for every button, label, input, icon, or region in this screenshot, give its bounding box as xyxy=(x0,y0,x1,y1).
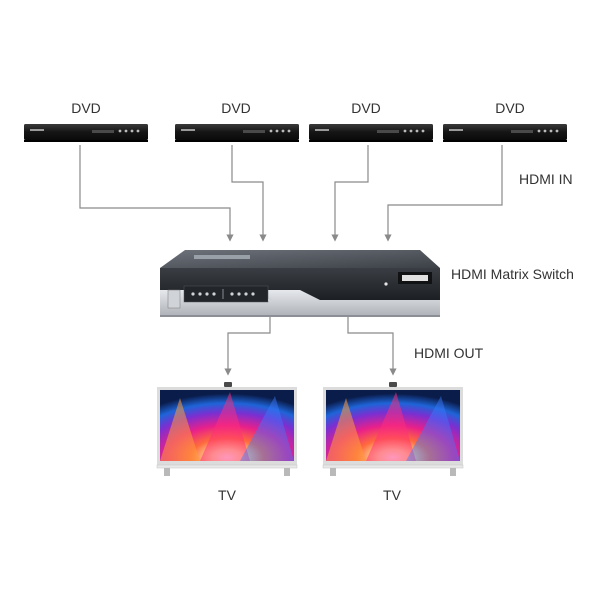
tv-icon xyxy=(322,382,464,476)
tv-label: TV xyxy=(383,487,401,503)
hdmi-out-label: HDMI OUT xyxy=(414,345,484,361)
tv-label: TV xyxy=(218,487,236,503)
input-connectors xyxy=(79,145,503,242)
dvd-player-icon xyxy=(24,124,148,142)
output-connectors xyxy=(224,312,397,376)
connector-tv2 xyxy=(347,312,397,376)
connector-dvd3 xyxy=(331,145,369,242)
dvd-player-icon xyxy=(309,124,433,142)
dvd-label: DVD xyxy=(495,100,525,116)
dvd-label: DVD xyxy=(71,100,101,116)
dvd-player-icon xyxy=(175,124,299,142)
dvd-label: DVD xyxy=(221,100,251,116)
dvd-label: DVD xyxy=(351,100,381,116)
hdmi-in-label: HDMI IN xyxy=(519,171,573,187)
dvd-player-icon xyxy=(443,124,567,142)
connector-tv1 xyxy=(224,312,271,376)
connector-dvd2 xyxy=(231,145,267,242)
connector-dvd4 xyxy=(384,145,503,242)
connector-dvd1 xyxy=(79,145,234,242)
tv-icon xyxy=(156,382,298,476)
hdmi-matrix-switch-icon xyxy=(160,250,440,317)
matrix-switch-label: HDMI Matrix Switch xyxy=(451,266,574,282)
